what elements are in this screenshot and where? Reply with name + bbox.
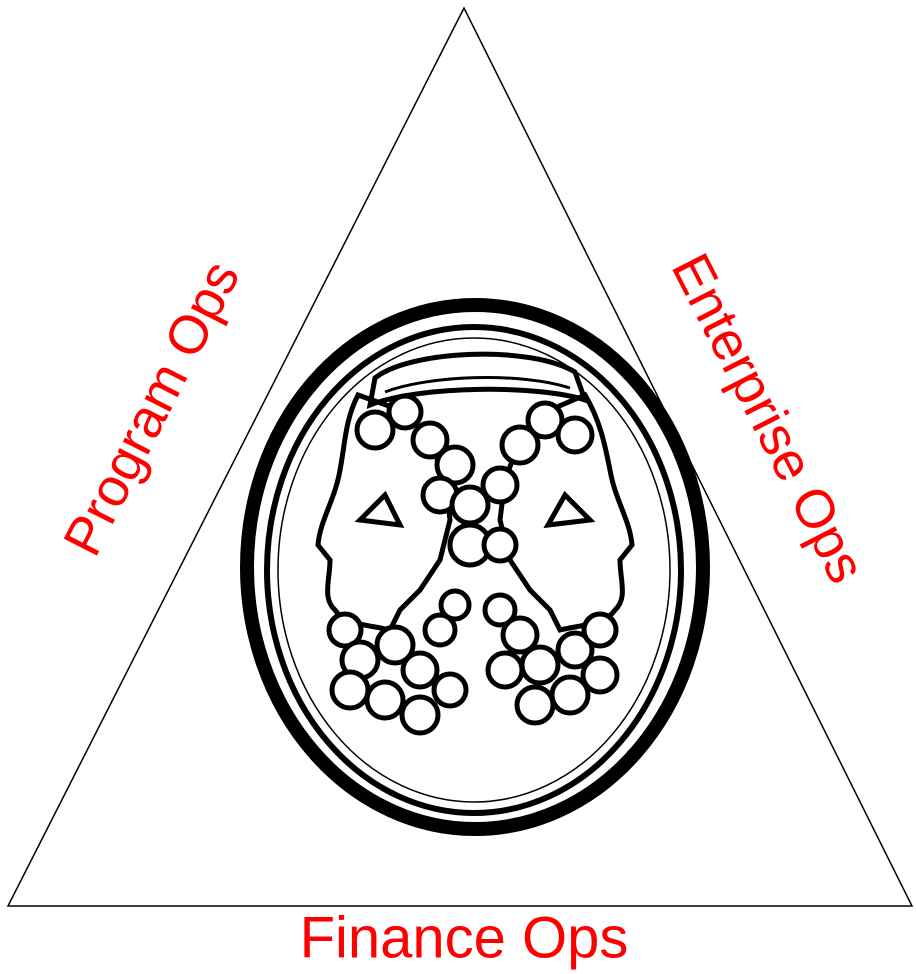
two-faced-head-medallion-icon xyxy=(247,305,703,829)
left-side-label: Program Ops xyxy=(52,252,251,565)
right-side-label: Enterprise Ops xyxy=(660,244,877,592)
bottom-side-label: Finance Ops xyxy=(300,905,629,970)
